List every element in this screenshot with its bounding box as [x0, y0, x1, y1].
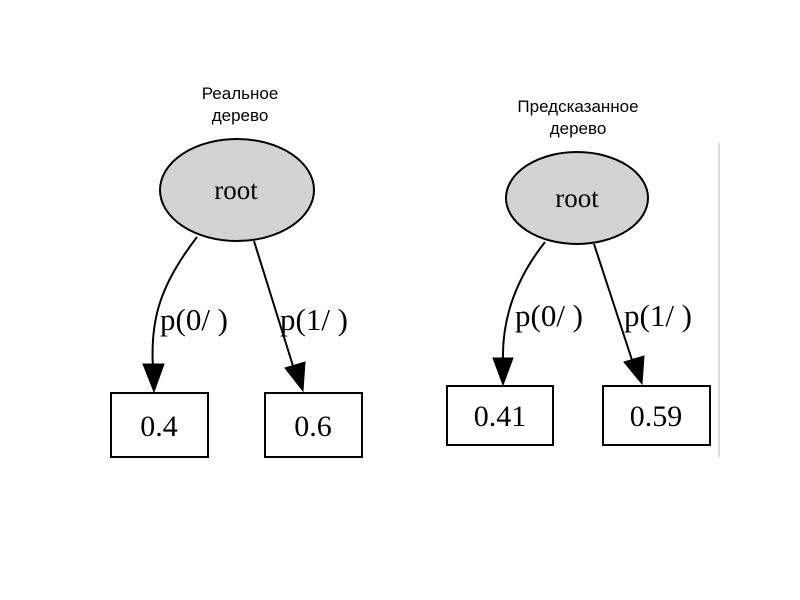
real-tree-leaf-right — [264, 392, 363, 458]
predicted-tree-arrowhead-left — [492, 357, 514, 387]
real-tree-arrowhead-right — [284, 361, 306, 393]
real-tree-root-label: root — [214, 175, 258, 205]
real-tree-caption-line2: дерево — [212, 106, 269, 125]
predicted-tree: Предсказанное дерево root p(0/ ) p(1/ ) … — [446, 97, 711, 446]
predicted-tree-leaf-left-value: 0.41 — [474, 400, 527, 433]
real-tree-leaf-left — [110, 392, 209, 458]
real-tree-leaf-left-value: 0.4 — [140, 410, 178, 443]
predicted-tree-leaf-right-value: 0.59 — [630, 400, 683, 433]
predicted-tree-leaf-left — [446, 385, 554, 446]
real-tree-caption-line1: Реальное — [202, 84, 279, 103]
predicted-tree-caption-line1: Предсказанное — [517, 97, 638, 116]
real-tree-leaf-right-value: 0.6 — [294, 410, 332, 443]
predicted-tree-root-node — [505, 151, 649, 245]
real-tree-edge-right-label: p(1/ ) — [280, 302, 348, 337]
real-tree-edge-right — [253, 240, 294, 367]
predicted-tree-arrowhead-right — [623, 355, 645, 386]
real-tree-arrowhead-left — [142, 363, 165, 394]
predicted-tree-edge-left-label: p(0/ ) — [515, 298, 583, 333]
real-tree-edge-left-label: p(0/ ) — [160, 302, 228, 337]
predicted-tree-leaf-right — [602, 385, 711, 446]
predicted-tree-edge-right-label: p(1/ ) — [624, 298, 692, 333]
predicted-tree-edge-left — [501, 241, 546, 361]
real-tree-root-node — [159, 138, 315, 242]
real-tree-edge-left — [151, 236, 198, 369]
predicted-tree-edge-right — [593, 243, 633, 361]
real-tree: Реальное дерево root p(0/ ) p(1/ ) 0.4 0… — [110, 84, 363, 458]
predicted-tree-caption-line2: дерево — [550, 119, 607, 138]
predicted-tree-root-label: root — [555, 183, 599, 213]
